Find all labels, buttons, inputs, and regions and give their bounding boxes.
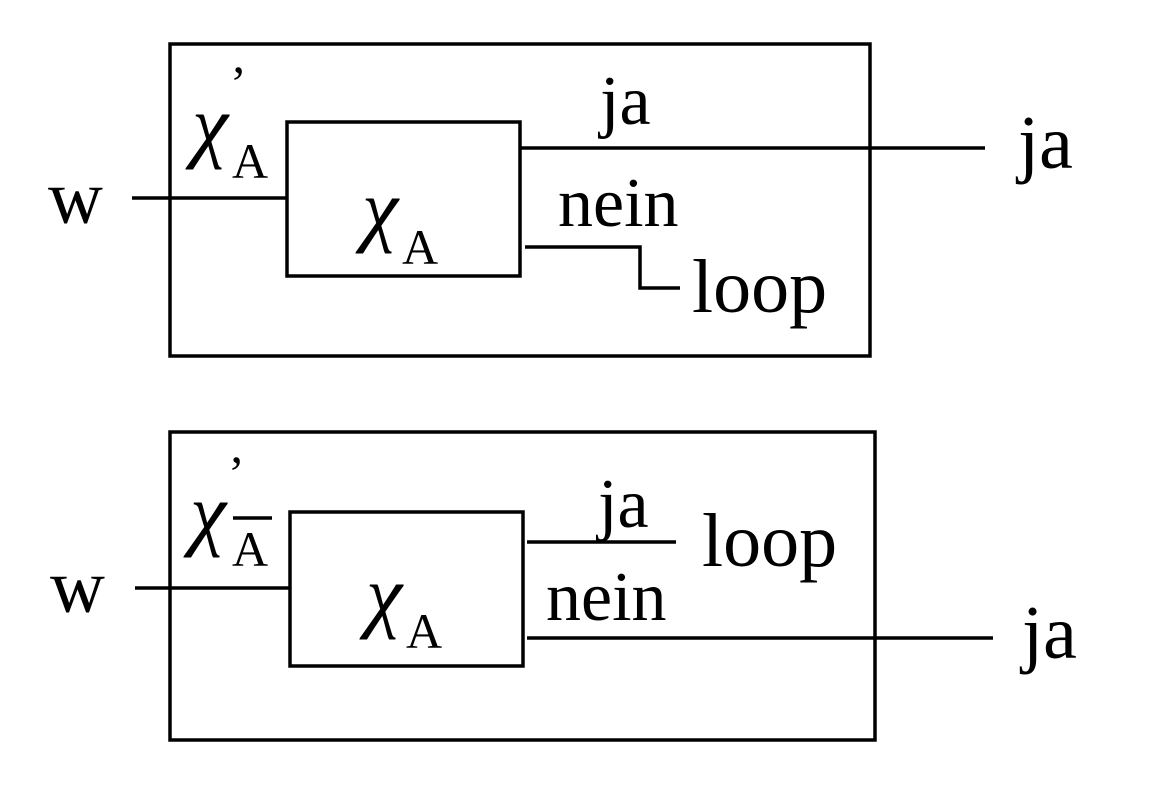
inner-chi-symbol: χ bbox=[359, 549, 404, 640]
branch-yes-label: ja bbox=[597, 63, 651, 140]
input-label: w bbox=[48, 156, 103, 240]
outer-subscript: A bbox=[232, 521, 268, 577]
output-label: ja bbox=[1019, 591, 1077, 675]
no-loop-line bbox=[525, 245, 680, 290]
outer-chi-symbol: χ bbox=[185, 79, 230, 170]
outer-machine-box bbox=[168, 430, 877, 742]
inner-subscript: A bbox=[402, 219, 438, 275]
diagram-2: w χ ’ A χ A ja nein loop ja bbox=[50, 430, 1077, 742]
outer-prime-mark: ’ bbox=[230, 55, 247, 111]
loop-label: loop bbox=[702, 499, 837, 583]
branch-yes-label: ja bbox=[595, 466, 649, 543]
outer-subscript: A bbox=[232, 133, 268, 189]
loop-label: loop bbox=[692, 245, 827, 329]
inner-chi-symbol: χ bbox=[355, 163, 400, 254]
branch-no-label: nein bbox=[558, 165, 679, 242]
outer-chi-symbol: χ bbox=[183, 467, 228, 558]
diagram-1: w χ ’ A χ A ja nein loop ja bbox=[48, 42, 1073, 358]
input-label: w bbox=[50, 545, 105, 629]
branch-no-label: nein bbox=[546, 559, 667, 636]
outer-machine-box bbox=[168, 42, 872, 358]
outer-prime-mark: ’ bbox=[228, 445, 245, 501]
output-label: ja bbox=[1015, 101, 1073, 185]
inner-subscript: A bbox=[406, 603, 442, 659]
